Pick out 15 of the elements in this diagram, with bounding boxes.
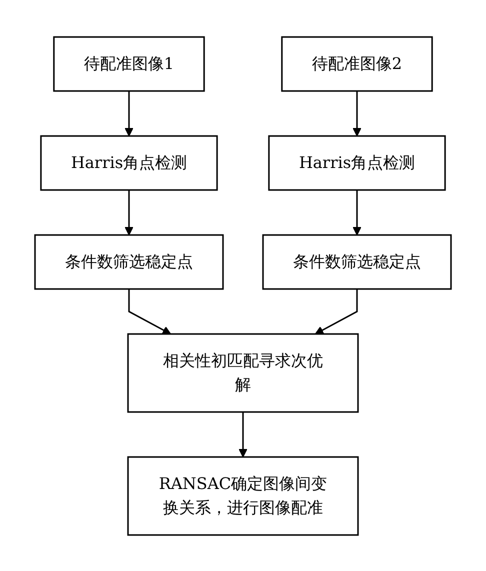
arrow: [352, 190, 362, 235]
arrow: [352, 90, 362, 136]
arrow: [314, 288, 358, 334]
arrow: [128, 288, 172, 334]
arrow: [124, 190, 134, 235]
node-box: Harris角点检测: [40, 134, 218, 190]
node-box: 条件数筛选稳定点: [34, 234, 224, 290]
node-box: Harris角点检测: [268, 134, 446, 190]
node-box: 待配准图像2: [281, 36, 433, 92]
node-box: 相关性初匹配寻求次优解: [127, 332, 359, 412]
arrow: [124, 90, 134, 136]
arrow: [238, 412, 248, 457]
node-box: 条件数筛选稳定点: [262, 234, 452, 290]
node-box: 待配准图像1: [53, 36, 205, 92]
node-box: RANSAC确定图像间变换关系，进行图像配准: [127, 456, 359, 536]
